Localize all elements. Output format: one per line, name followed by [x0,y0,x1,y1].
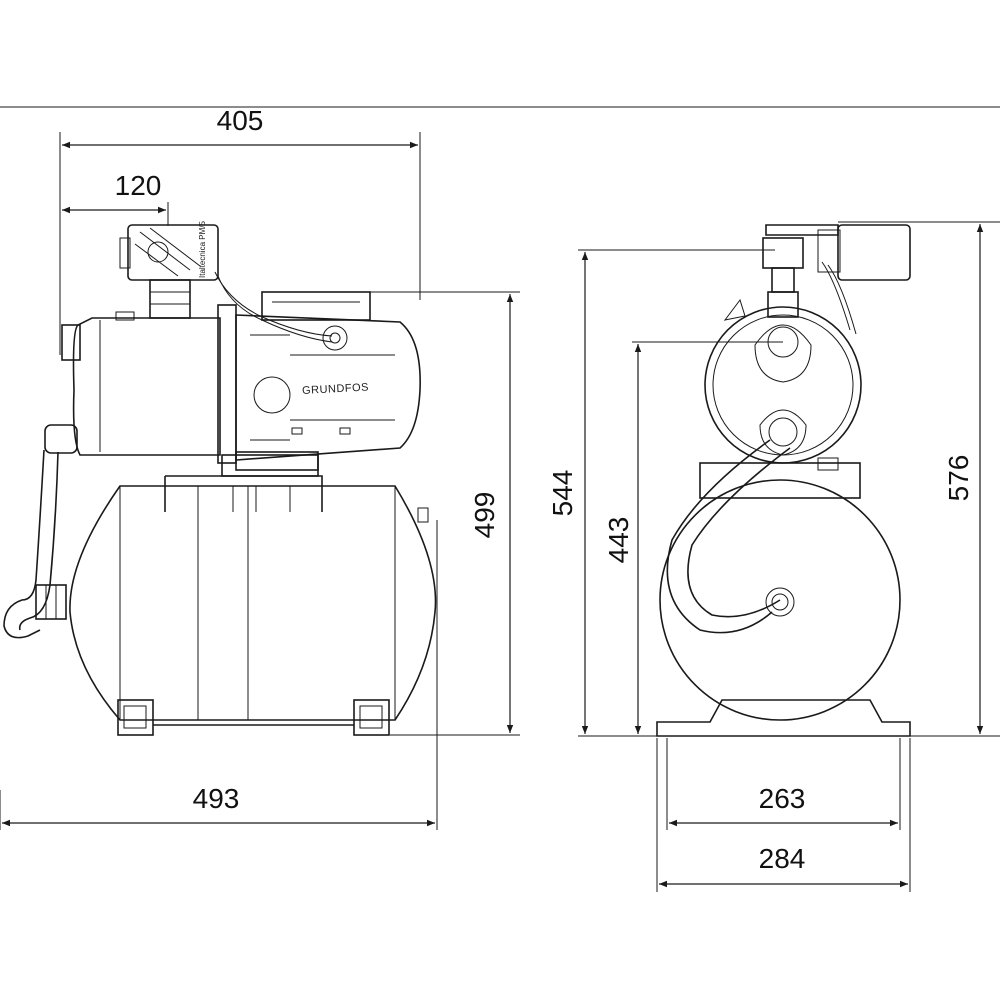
side-hose [666,439,773,634]
dim-120-label: 120 [115,170,162,201]
side-tank [659,479,901,721]
front-pressure-switch: Italtecnica PM/5 [119,221,219,281]
front-motor: GRUNDFOS [235,291,421,471]
dim-284-label: 284 [759,843,806,874]
front-hose [3,449,67,639]
dim-443-label: 443 [603,517,634,564]
side-pump-housing [704,306,862,464]
front-view: Italtecnica PM/5 GRUNDFOS [3,221,437,736]
dim-493-label: 493 [193,783,240,814]
front-pump-housing [44,279,237,464]
front-tank [69,454,437,736]
front-cable [214,271,333,337]
side-base [656,699,911,737]
dimension-labels: 405 120 499 493 544 443 576 263 284 [115,105,974,874]
brand-logo: GRUNDFOS [302,381,369,396]
switch-label: Italtecnica PM/5 [198,221,207,278]
dim-576-label: 576 [943,455,974,502]
dimension-lines [0,132,1000,892]
dim-405-label: 405 [217,105,264,136]
dim-544-label: 544 [547,470,578,517]
dim-499-label: 499 [469,492,500,539]
dim-263-label: 263 [759,783,806,814]
side-pressure-switch [837,224,911,281]
side-view [656,224,911,737]
